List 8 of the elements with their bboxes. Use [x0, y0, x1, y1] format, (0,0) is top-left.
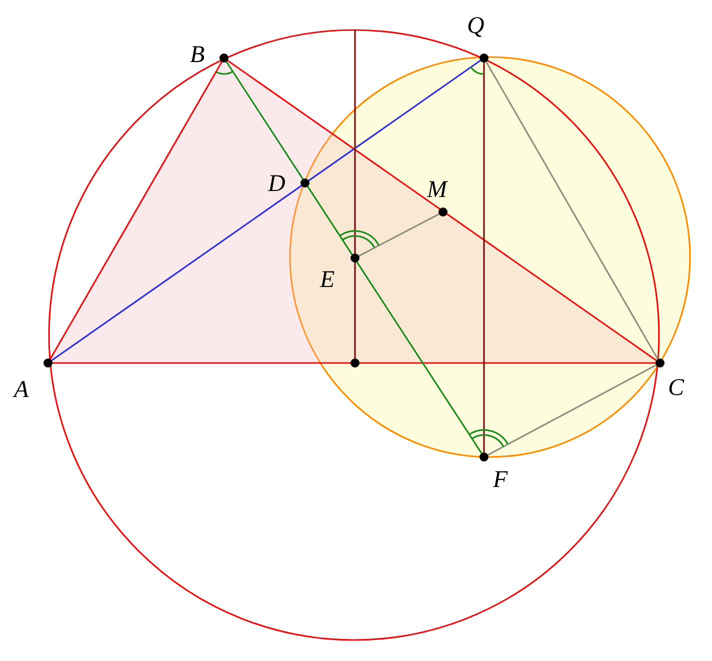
point-label: D: [268, 172, 286, 196]
point-label: F: [493, 468, 508, 492]
point-label: E: [320, 268, 335, 292]
point-label: M: [427, 178, 447, 202]
point-label: Q: [467, 14, 484, 38]
point-label: A: [14, 378, 29, 402]
point-label: C: [668, 376, 684, 400]
point-label: B: [190, 43, 205, 67]
